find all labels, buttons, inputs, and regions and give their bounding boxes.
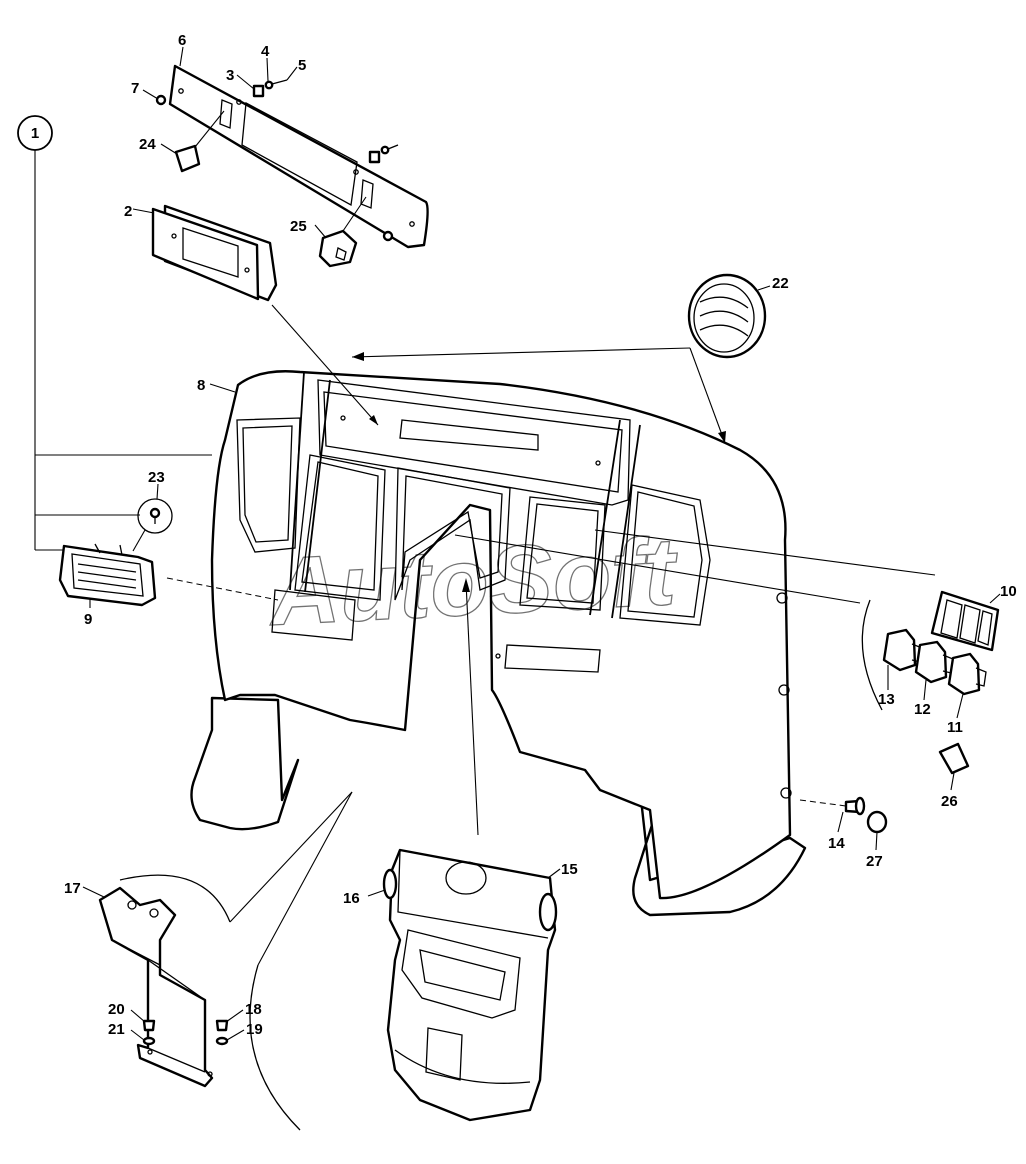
part-25-switch xyxy=(318,196,367,268)
callout-7: 7 xyxy=(131,80,139,97)
callout-leaders xyxy=(82,46,1001,1041)
callout-20: 20 xyxy=(108,1001,125,1018)
callout-8: 8 xyxy=(197,377,205,394)
callout-15: 15 xyxy=(561,861,578,878)
callout-13: 13 xyxy=(878,691,895,708)
callout-24: 24 xyxy=(139,136,156,153)
callout-17: 17 xyxy=(64,880,81,897)
part-2-display xyxy=(151,204,278,302)
callout-labels: 2 3 4 5 6 7 8 9 10 11 12 13 14 15 16 17 … xyxy=(64,32,1017,1038)
callout-27: 27 xyxy=(866,853,883,870)
callout-26: 26 xyxy=(941,793,958,810)
part-14-screw xyxy=(799,796,866,816)
assembly-arrows xyxy=(166,304,936,836)
part-15-console xyxy=(382,848,558,1122)
callout-19: 19 xyxy=(246,1021,263,1038)
part-23-screw-detail xyxy=(132,498,173,552)
callout-6: 6 xyxy=(178,32,186,49)
callout-25: 25 xyxy=(290,218,307,235)
callout-21: 21 xyxy=(108,1021,125,1038)
callout-11: 11 xyxy=(947,719,963,736)
group-bracket xyxy=(17,115,212,551)
callout-12: 12 xyxy=(914,701,931,718)
callout-22: 22 xyxy=(772,275,789,292)
watermark-text: AutoSoft xyxy=(266,518,682,646)
callout-16: 16 xyxy=(343,890,360,907)
callout-10: 10 xyxy=(1000,583,1017,600)
callout-18: 18 xyxy=(245,1001,262,1018)
callout-3: 3 xyxy=(226,67,234,84)
bracket-detail xyxy=(98,791,353,1131)
callout-5: 5 xyxy=(298,57,306,74)
callout-2: 2 xyxy=(124,203,132,220)
callout-9: 9 xyxy=(84,611,92,628)
part-24-cover xyxy=(174,110,225,173)
part-9-side-vent xyxy=(58,543,157,607)
callout-4: 4 xyxy=(261,43,270,60)
callout-1-group: 1 xyxy=(31,125,39,142)
callout-14: 14 xyxy=(828,835,845,852)
part-22-round-vent xyxy=(687,273,771,359)
part-27-plug xyxy=(866,810,888,834)
part-8-dashboard-housing xyxy=(190,370,807,917)
callout-23: 23 xyxy=(148,469,165,486)
switch-block xyxy=(861,590,1000,711)
part-26-cover xyxy=(938,742,970,775)
